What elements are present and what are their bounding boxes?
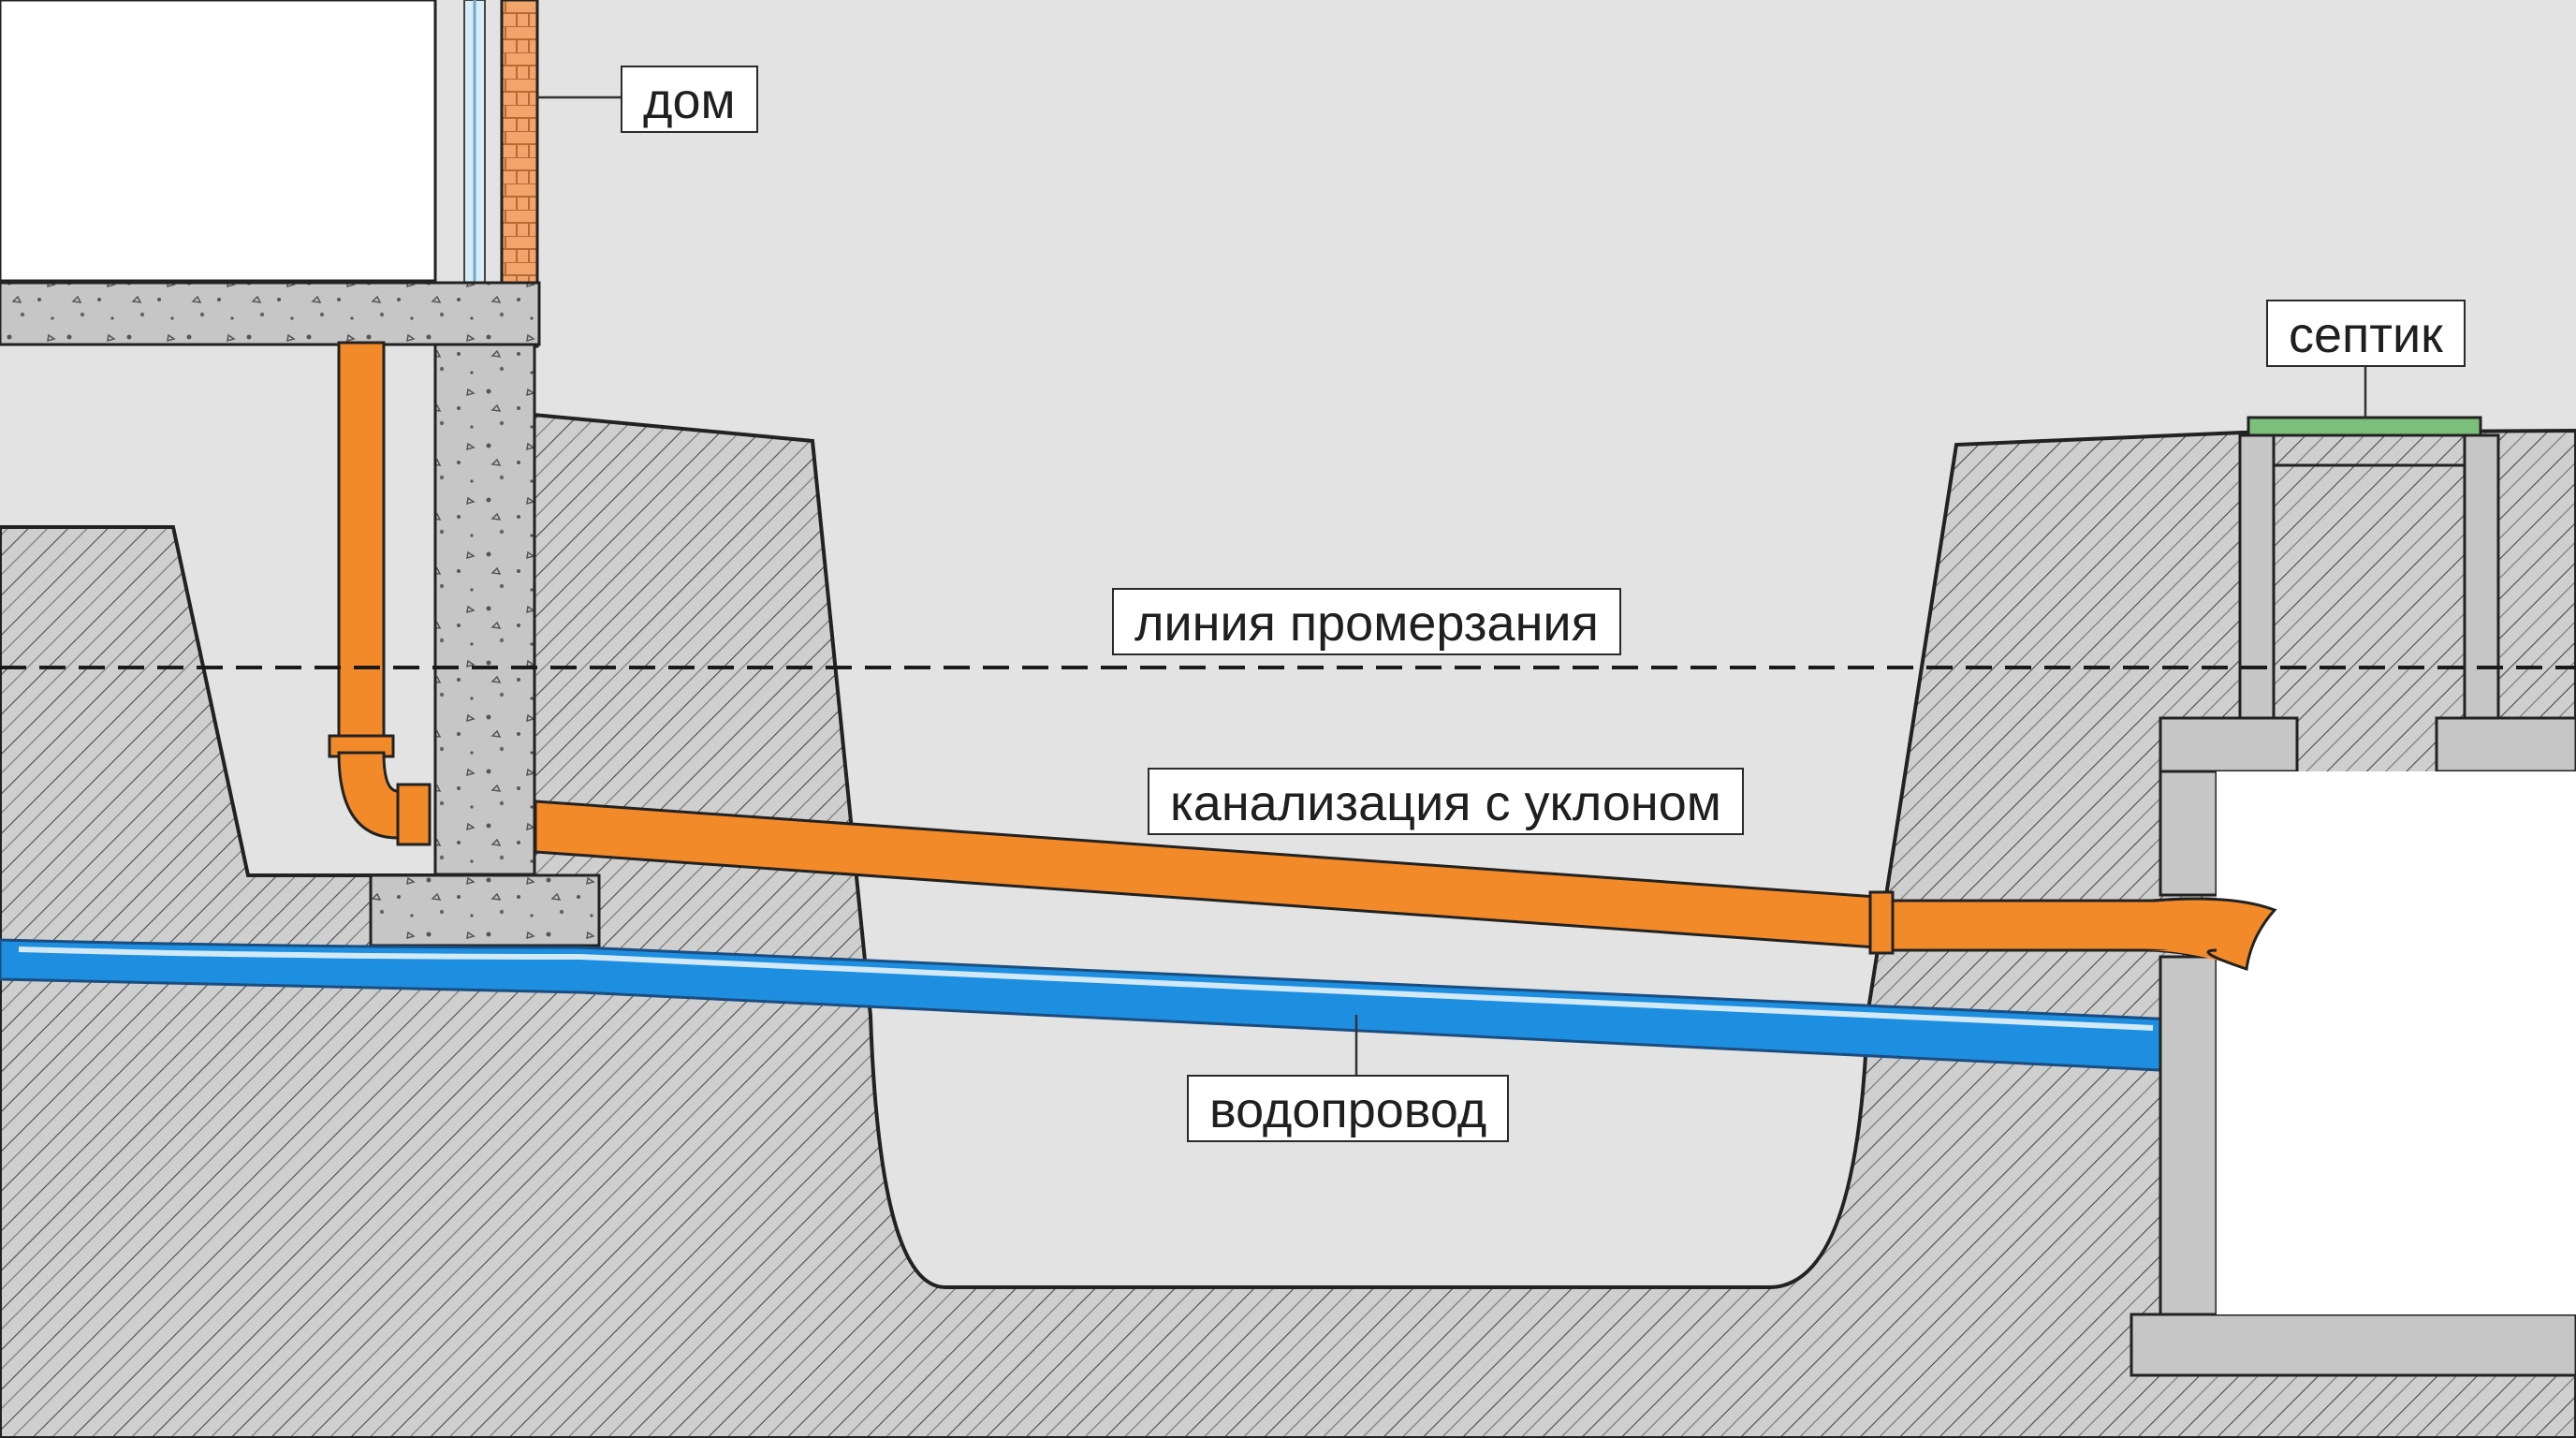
septic-bottom <box>2130 1313 2576 1377</box>
label-frost-line: линия промерзания <box>1112 588 1621 655</box>
label-septic: септик <box>2266 300 2466 367</box>
septic-shelf-right <box>2435 716 2576 773</box>
septic-shelf-left <box>2159 716 2299 773</box>
septic-interior <box>2217 771 2576 1314</box>
septic-body-wall-upper <box>2159 770 2218 897</box>
septic-wall-left <box>2238 433 2276 720</box>
label-house: дом <box>621 66 758 133</box>
label-water-pipe: водопровод <box>1187 1075 1510 1142</box>
sewer-socket-elbow <box>396 783 432 846</box>
sewer-coupling <box>1868 890 1895 955</box>
septic-lid <box>2247 416 2482 437</box>
floor-slab <box>0 281 541 346</box>
foundation-footing <box>369 873 601 947</box>
house-wall <box>0 0 437 283</box>
label-sewer: канализация с уклоном <box>1148 768 1744 835</box>
foundation-wall <box>433 343 536 876</box>
septic-wall-right <box>2463 433 2500 720</box>
septic-body-wall-lower <box>2159 955 2218 1316</box>
soil <box>0 412 2576 1438</box>
sewer-riser <box>337 341 386 755</box>
